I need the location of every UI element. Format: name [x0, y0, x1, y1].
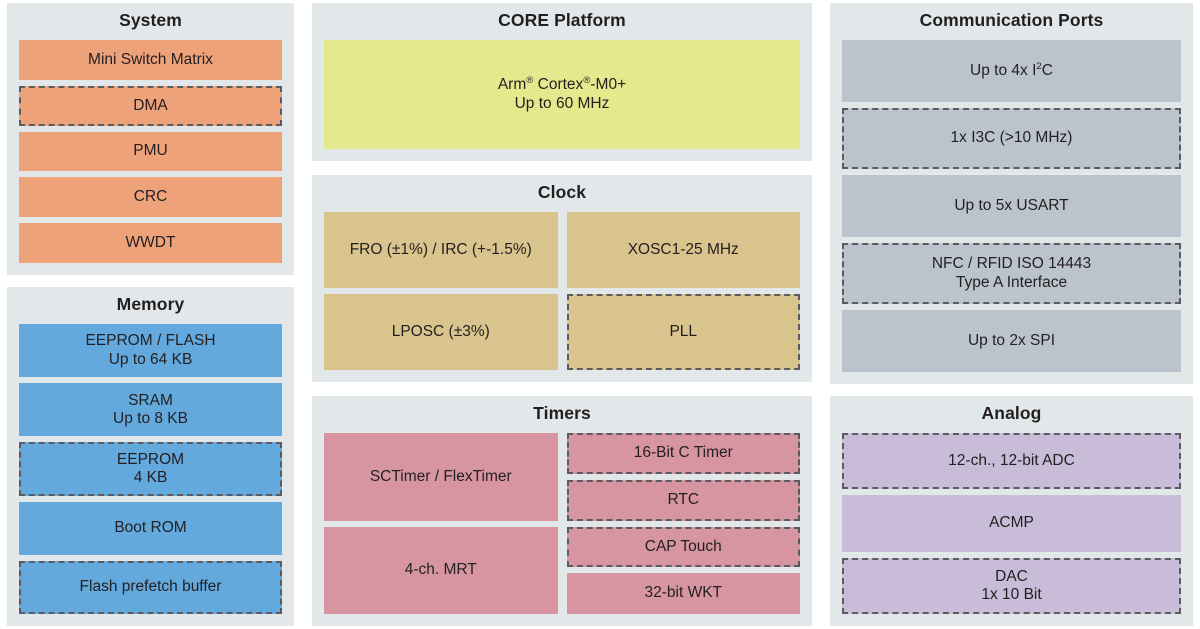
block-crc[interactable]: CRC [19, 177, 282, 218]
panel-communication-ports: Communication Ports Up to 4x I2C 1x I3C … [830, 3, 1193, 384]
block-dac[interactable]: DAC 1x 10 Bit [842, 557, 1181, 614]
panel-clock: Clock FRO (±1%) / IRC (+-1.5%) LPOSC (±3… [312, 175, 812, 382]
block-spi[interactable]: Up to 2x SPI [842, 310, 1181, 372]
block-adc[interactable]: 12-ch., 12-bit ADC [842, 433, 1181, 490]
middle-column: CORE Platform Arm® Cortex®-M0+ Up to 60 … [312, 0, 812, 629]
block-flash-prefetch-buffer[interactable]: Flash prefetch buffer [19, 560, 282, 615]
block-arm-cortex-m0plus-line1: Arm® Cortex®-M0+ [497, 75, 627, 94]
panel-body-memory: EEPROM / FLASH Up to 64 KB SRAM Up to 8 … [19, 324, 282, 615]
panel-body-clock: FRO (±1%) / IRC (+-1.5%) LPOSC (±3%) XOS… [324, 212, 800, 370]
block-dma[interactable]: DMA [19, 85, 282, 126]
block-xosc[interactable]: XOSC1-25 MHz [566, 212, 800, 288]
block-mini-switch-matrix[interactable]: Mini Switch Matrix [19, 40, 282, 80]
block-nfc-rfid-line2: Type A Interface [955, 273, 1068, 291]
block-rtc[interactable]: RTC [566, 479, 800, 521]
panel-memory: Memory EEPROM / FLASH Up to 64 KB SRAM U… [7, 287, 294, 626]
block-usart[interactable]: Up to 5x USART [842, 175, 1181, 237]
block-dac-line1: DAC [995, 567, 1028, 585]
block-eeprom-flash[interactable]: EEPROM / FLASH Up to 64 KB [19, 324, 282, 378]
block-nfc-rfid[interactable]: NFC / RFID ISO 14443 Type A Interface [842, 242, 1181, 305]
block-nfc-rfid-line1: NFC / RFID ISO 14443 [931, 255, 1092, 273]
block-arm-cortex-m0plus[interactable]: Arm® Cortex®-M0+ Up to 60 MHz [324, 40, 800, 149]
block-dac-line2: 1x 10 Bit [981, 585, 1042, 603]
block-4ch-mrt[interactable]: 4-ch. MRT [324, 526, 558, 614]
panel-title-communication-ports: Communication Ports [919, 10, 1104, 30]
block-sram-line1: SRAM [128, 391, 173, 409]
block-sram-line2: Up to 8 KB [113, 409, 188, 427]
panel-body-system: Mini Switch Matrix DMA PMU CRC WWDT [19, 40, 282, 263]
block-eeprom[interactable]: EEPROM 4 KB [19, 442, 282, 496]
panel-title-memory: Memory [116, 294, 185, 314]
block-pll[interactable]: PLL [566, 294, 800, 370]
panel-title-core-platform: CORE Platform [498, 10, 626, 30]
block-sram[interactable]: SRAM Up to 8 KB [19, 383, 282, 437]
block-pmu[interactable]: PMU [19, 131, 282, 172]
timers-right-column: 16-Bit C Timer RTC CAP Touch 32-bit WKT [566, 433, 800, 614]
panel-body-communication-ports: Up to 4x I2C 1x I3C (>10 MHz) Up to 5x U… [842, 40, 1181, 372]
panel-body-analog: 12-ch., 12-bit ADC ACMP DAC 1x 10 Bit [842, 433, 1181, 614]
block-i2c-line1: Up to 4x I2C [970, 60, 1053, 79]
block-sctimer-flextimer[interactable]: SCTimer / FlexTimer [324, 433, 558, 521]
panel-timers: Timers SCTimer / FlexTimer 4-ch. MRT 16-… [312, 396, 812, 626]
panel-system: System Mini Switch Matrix DMA PMU CRC WW… [7, 3, 294, 275]
left-column: System Mini Switch Matrix DMA PMU CRC WW… [7, 0, 294, 629]
panel-title-clock: Clock [537, 182, 587, 202]
block-lposc[interactable]: LPOSC (±3%) [324, 294, 558, 370]
block-i2c[interactable]: Up to 4x I2C [842, 40, 1181, 102]
right-column: Communication Ports Up to 4x I2C 1x I3C … [830, 0, 1193, 629]
block-i3c[interactable]: 1x I3C (>10 MHz) [842, 107, 1181, 170]
clock-right-column: XOSC1-25 MHz PLL [566, 212, 800, 370]
block-eeprom-line2: 4 KB [133, 469, 168, 486]
panel-title-timers: Timers [533, 403, 591, 423]
panel-core-platform: CORE Platform Arm® Cortex®-M0+ Up to 60 … [312, 3, 812, 161]
panel-title-analog: Analog [981, 403, 1042, 423]
block-16bit-c-timer[interactable]: 16-Bit C Timer [566, 433, 800, 474]
clock-left-column: FRO (±1%) / IRC (+-1.5%) LPOSC (±3%) [324, 212, 558, 370]
block-eeprom-flash-line2: Up to 64 KB [108, 350, 193, 368]
block-acmp[interactable]: ACMP [842, 495, 1181, 552]
block-wwdt[interactable]: WWDT [19, 223, 282, 263]
block-eeprom-line1: EEPROM [116, 450, 185, 468]
panel-analog: Analog 12-ch., 12-bit ADC ACMP DAC 1x 10… [830, 396, 1193, 626]
panel-body-timers: SCTimer / FlexTimer 4-ch. MRT 16-Bit C T… [324, 433, 800, 614]
panel-title-system: System [119, 10, 182, 30]
block-boot-rom[interactable]: Boot ROM [19, 501, 282, 555]
panel-body-core-platform: Arm® Cortex®-M0+ Up to 60 MHz [324, 40, 800, 149]
block-32bit-wkt[interactable]: 32-bit WKT [566, 573, 800, 614]
block-cap-touch[interactable]: CAP Touch [566, 526, 800, 568]
block-fro-irc[interactable]: FRO (±1%) / IRC (+-1.5%) [324, 212, 558, 288]
timers-left-column: SCTimer / FlexTimer 4-ch. MRT [324, 433, 558, 614]
block-arm-cortex-m0plus-line2: Up to 60 MHz [514, 94, 610, 112]
block-eeprom-flash-line1: EEPROM / FLASH [85, 332, 216, 350]
